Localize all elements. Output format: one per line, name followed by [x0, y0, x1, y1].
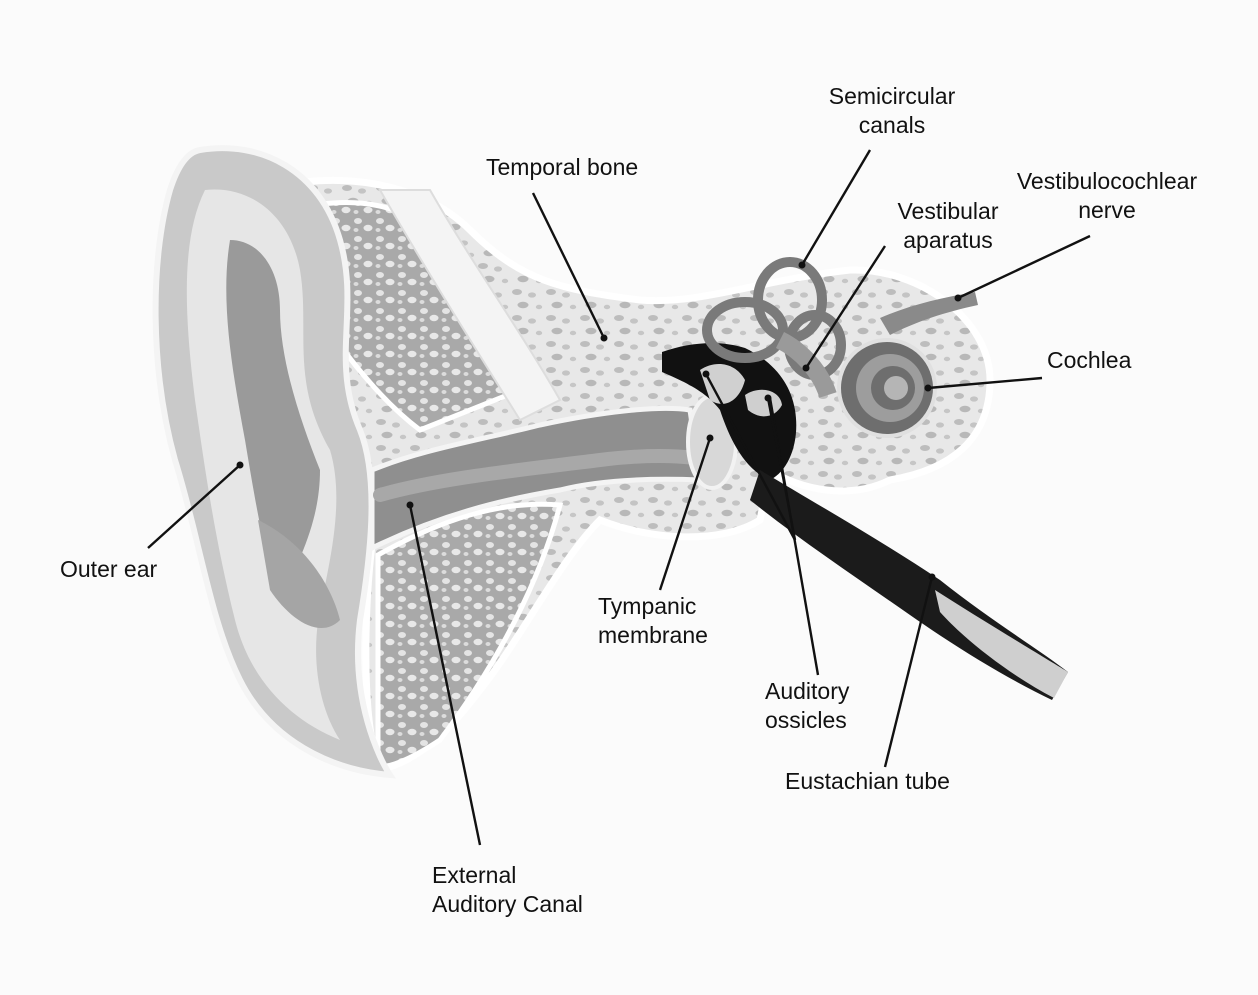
label-line: Vestibulocochlear	[996, 167, 1218, 196]
dot-tympanic-membrane	[707, 435, 714, 442]
label-cochlea: Cochlea	[1047, 346, 1131, 375]
label-line: Eustachian tube	[785, 767, 950, 796]
label-line: Outer ear	[60, 555, 157, 584]
label-line: aparatus	[878, 226, 1018, 255]
label-line: External	[432, 861, 583, 890]
label-eustachian-tube: Eustachian tube	[785, 767, 950, 796]
leader-semicircular-canals	[802, 150, 870, 265]
label-external-auditory-canal: External Auditory Canal	[432, 861, 583, 919]
label-tympanic-membrane: Tympanic membrane	[598, 592, 708, 650]
label-line: Cochlea	[1047, 346, 1131, 375]
label-vestibulocochlear-nerve: Vestibulocochlear nerve	[996, 167, 1218, 225]
dot-ossicle-1	[703, 371, 710, 378]
dot-vestibular-apparatus	[803, 365, 810, 372]
dot-vestibulocochlear-nerve	[955, 295, 962, 302]
dot-ossicle-2	[765, 395, 772, 402]
label-temporal-bone: Temporal bone	[486, 153, 638, 182]
label-line: Auditory Canal	[432, 890, 583, 919]
label-line: Semicircular	[812, 82, 972, 111]
label-line: Auditory	[765, 677, 849, 706]
dot-semicircular-canals	[799, 262, 806, 269]
label-line: Temporal bone	[486, 153, 638, 182]
dot-outer-ear	[237, 462, 244, 469]
label-auditory-ossicles: Auditory ossicles	[765, 677, 849, 735]
dot-external-auditory-canal	[407, 502, 414, 509]
label-semicircular-canals: Semicircular canals	[812, 82, 972, 140]
dot-eustachian-tube	[929, 574, 936, 581]
dot-cochlea	[925, 385, 932, 392]
cochlea-shape	[839, 340, 935, 436]
dot-temporal-bone	[601, 335, 608, 342]
label-line: nerve	[996, 196, 1218, 225]
label-outer-ear: Outer ear	[60, 555, 157, 584]
label-line: ossicles	[765, 706, 849, 735]
label-line: membrane	[598, 621, 708, 650]
label-line: canals	[812, 111, 972, 140]
label-line: Tympanic	[598, 592, 708, 621]
